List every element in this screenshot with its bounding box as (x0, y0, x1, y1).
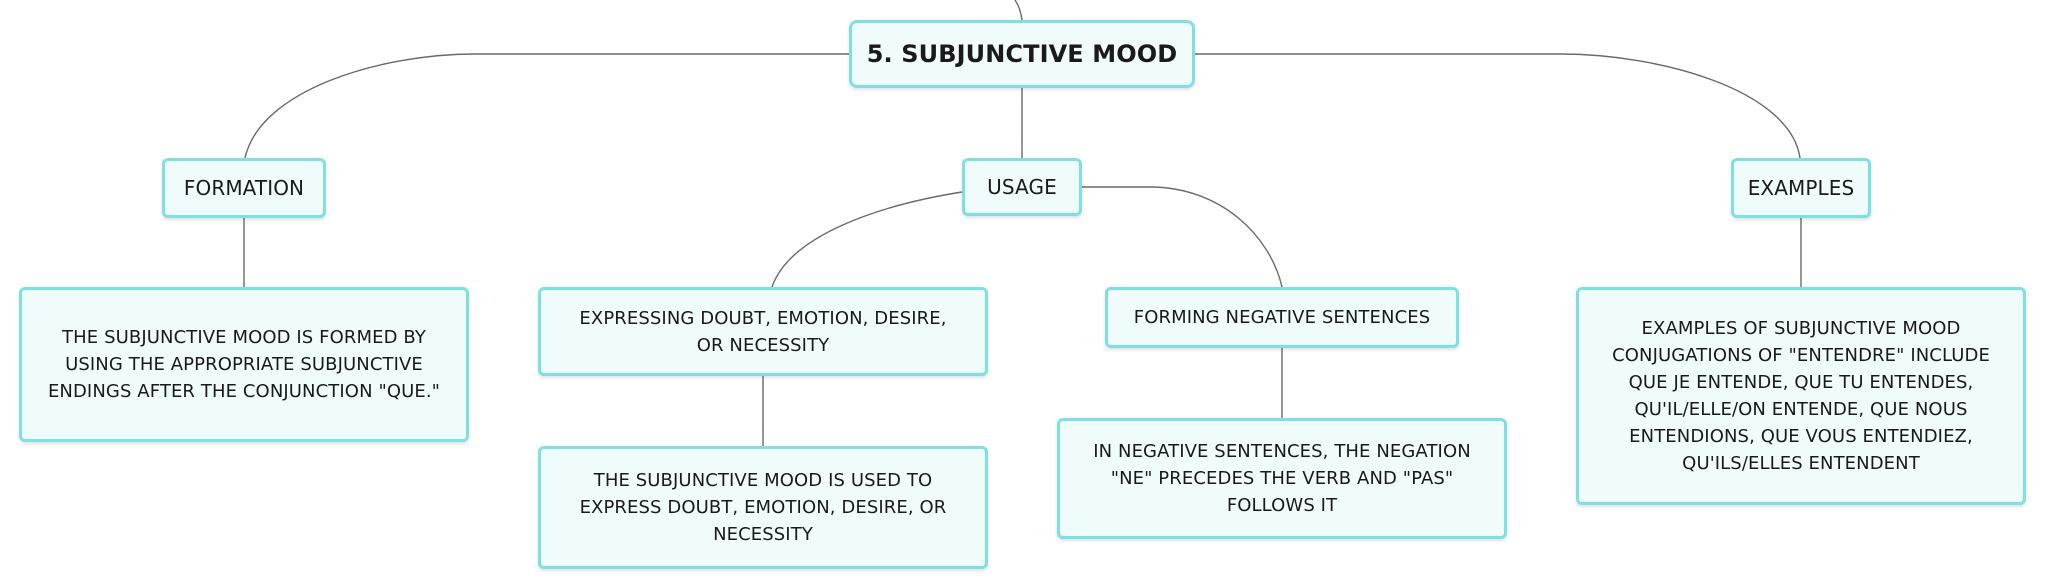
root-label: 5. SUBJUNCTIVE MOOD (866, 39, 1178, 68)
expressing-detail-node[interactable]: THE SUBJUNCTIVE MOOD IS USED TO EXPRESS … (538, 446, 988, 569)
expressing-detail-text: THE SUBJUNCTIVE MOOD IS USED TO EXPRESS … (579, 470, 947, 545)
formation-label: FORMATION (183, 175, 305, 200)
expressing-label: EXPRESSING DOUBT, EMOTION, DESIRE, OR NE… (579, 307, 947, 356)
examples-detail-text: EXAMPLES OF SUBJUNCTIVE MOOD CONJUGATION… (1612, 318, 1990, 474)
negative-detail-node[interactable]: IN NEGATIVE SENTENCES, THE NEGATION "NE"… (1057, 418, 1507, 539)
connector-root-examples (1195, 53, 1801, 159)
connector-usage-negative (1082, 186, 1283, 288)
negative-detail-text: IN NEGATIVE SENTENCES, THE NEGATION "NE"… (1093, 441, 1471, 516)
expressing-node[interactable]: EXPRESSING DOUBT, EMOTION, DESIRE, OR NE… (538, 287, 988, 376)
examples-label: EXAMPLES (1747, 175, 1855, 200)
negative-label: FORMING NEGATIVE SENTENCES (1133, 307, 1431, 328)
connector-parent-root (1014, 0, 1023, 21)
root-node[interactable]: 5. SUBJUNCTIVE MOOD (849, 20, 1195, 88)
formation-detail-node[interactable]: THE SUBJUNCTIVE MOOD IS FORMED BY USING … (19, 287, 469, 442)
examples-node[interactable]: EXAMPLES (1731, 158, 1871, 218)
formation-node[interactable]: FORMATION (162, 158, 326, 218)
connector-usage-expressing (771, 191, 963, 288)
formation-detail-text: THE SUBJUNCTIVE MOOD IS FORMED BY USING … (47, 327, 441, 402)
connector-root-formation (244, 53, 850, 159)
examples-detail-node[interactable]: EXAMPLES OF SUBJUNCTIVE MOOD CONJUGATION… (1576, 287, 2026, 505)
usage-node[interactable]: USAGE (962, 158, 1082, 216)
usage-label: USAGE (987, 174, 1057, 199)
negative-node[interactable]: FORMING NEGATIVE SENTENCES (1105, 287, 1459, 348)
